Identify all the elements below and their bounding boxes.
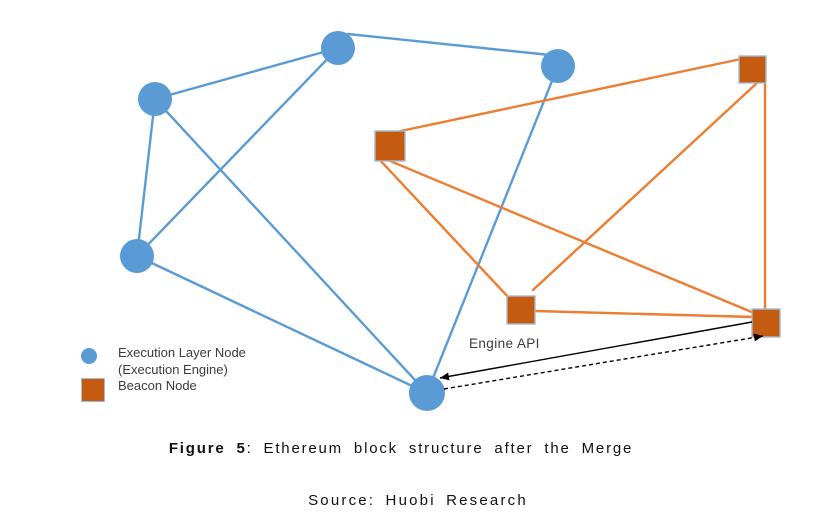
figure-caption-text: : Ethereum block structure after the Mer… [246,440,634,457]
execution-peer-edge [153,97,429,395]
execution-peer-edge [153,46,340,101]
execution-peer-edge [425,64,560,395]
legend-labels: Execution Layer Node (Execution Engine) … [118,345,246,395]
figure-caption-number: Figure 5 [168,440,247,457]
execution-peer-edge [135,46,340,258]
execution-layer-node [409,375,445,411]
execution-layer-node [138,82,172,116]
source-attribution: Source: Huobi Research [308,492,528,509]
execution-peer-edge [135,254,429,395]
beacon-peer-edge [531,81,759,292]
beacon-node [751,308,781,338]
execution-peer-edge [135,97,157,258]
engine-api-label: Engine API [469,336,540,351]
beacon-peer-edge [376,156,512,301]
beacon-peer-edge [376,154,756,315]
beacon-node [374,130,406,162]
figure-caption: Figure 5: Ethereum block structure after… [0,440,802,457]
execution-layer-node [541,49,575,83]
legend-beacon-label: Beacon Node [118,378,197,393]
execution-peer-edge [346,32,552,57]
execution-layer-node-swatch-icon [81,348,97,364]
beacon-node-swatch-icon [81,378,105,402]
engine-api-dashed-arrow [443,333,764,390]
execution-layer-node [120,239,154,273]
legend-execution-label-line2: (Execution Engine) [118,361,228,377]
execution-layer-node [321,31,355,65]
beacon-node [506,295,536,325]
beacon-peer-edge [533,309,756,319]
legend-execution-label-line1: Execution Layer Node [118,345,246,360]
beacon-node [738,55,767,84]
beacon-peer-edge [394,57,743,134]
engine-api-solid-arrow [439,321,753,381]
